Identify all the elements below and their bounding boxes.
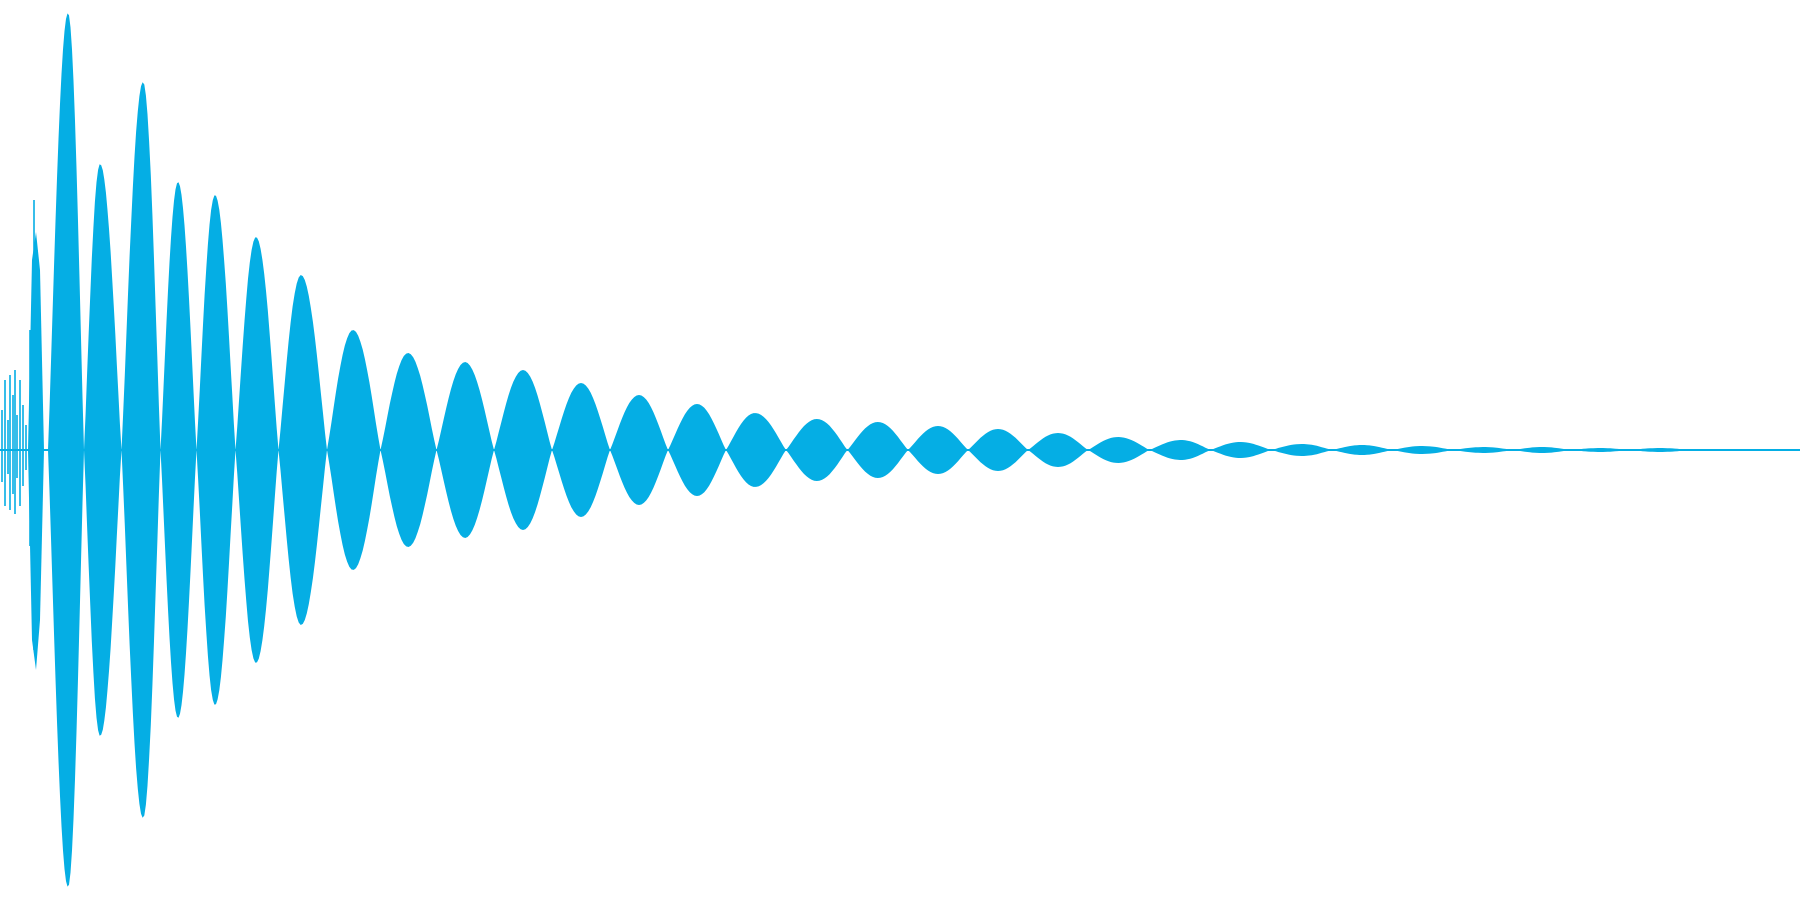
transient-lobe	[28, 232, 44, 670]
waveform-envelope-group	[0, 13, 1800, 887]
